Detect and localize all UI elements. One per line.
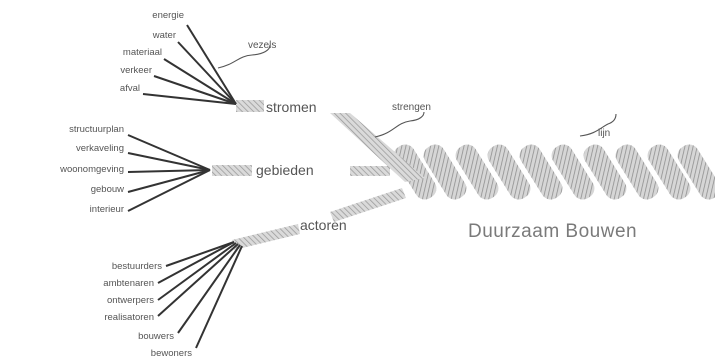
- fiber-label-bewoners: bewoners: [151, 348, 192, 359]
- fiber-label-bouwers: bouwers: [138, 331, 174, 342]
- fiber-line: [166, 242, 234, 266]
- fiber-label-realisatoren: realisatoren: [104, 312, 154, 323]
- fiber-line: [128, 135, 210, 170]
- annotation-lijn: lijn: [598, 128, 610, 139]
- fiber-label-structuurplan: structuurplan: [69, 124, 124, 135]
- fiber-label-water: water: [152, 30, 176, 41]
- fiber-label-verkeer: verkeer: [120, 65, 152, 76]
- fiber-label-gebouw: gebouw: [91, 184, 124, 195]
- fibers-gebieden: [128, 135, 210, 211]
- annotation-strengen: strengen: [392, 102, 431, 113]
- fiber-line: [128, 170, 210, 172]
- strand-label-gebieden: gebieden: [256, 162, 314, 178]
- fiber-label-ambtenaren: ambtenaren: [103, 278, 154, 289]
- strand-label-actoren: actoren: [300, 217, 347, 233]
- fiber-line: [158, 242, 234, 283]
- fiber-line: [128, 170, 210, 192]
- fiber-label-materiaal: materiaal: [123, 47, 162, 58]
- strand-label-stromen: stromen: [266, 99, 317, 115]
- strengen-pointer: [375, 112, 424, 137]
- fiber-line: [158, 243, 236, 300]
- fiber-label-energie: energie: [152, 10, 184, 21]
- fiber-label-interieur: interieur: [90, 204, 124, 215]
- fiber-line: [128, 153, 210, 170]
- fiber-label-woonomgeving: woonomgeving: [59, 164, 124, 175]
- fiber-label-verkaveling: verkaveling: [76, 143, 124, 154]
- rope-title: Duurzaam Bouwen: [468, 221, 637, 242]
- fiber-label-ontwerpers: ontwerpers: [107, 295, 154, 306]
- fiber-line: [128, 170, 210, 211]
- fiber-label-afval: afval: [120, 83, 140, 94]
- fiber-label-bestuurders: bestuurders: [112, 261, 162, 272]
- annotation-vezels: vezels: [248, 40, 276, 51]
- rope: [390, 141, 715, 204]
